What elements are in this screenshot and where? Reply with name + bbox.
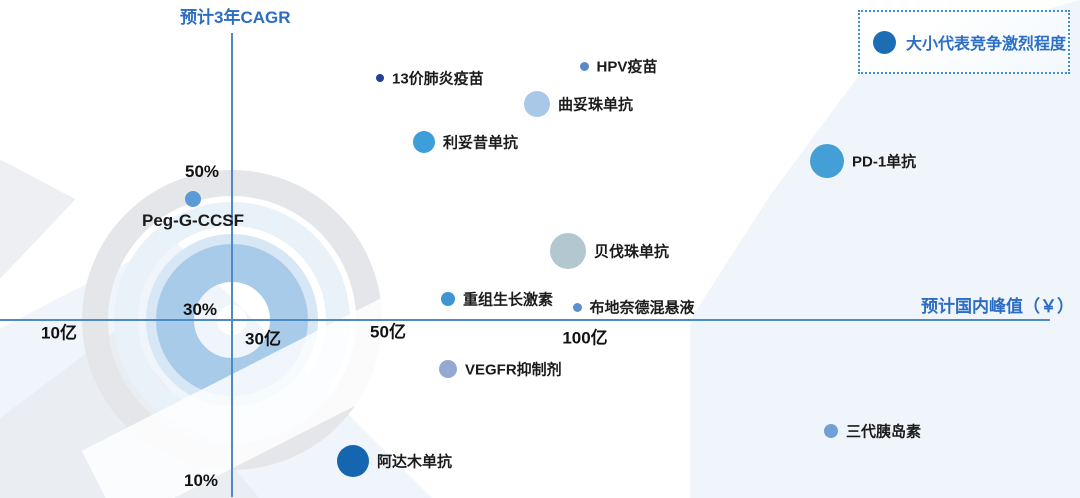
x-axis-line bbox=[0, 319, 1050, 321]
bubble bbox=[439, 360, 457, 378]
bubble bbox=[579, 61, 589, 71]
data-point-label: 利妥昔单抗 bbox=[443, 134, 519, 152]
bubble bbox=[810, 144, 844, 178]
bubble bbox=[413, 131, 435, 153]
bubble bbox=[550, 233, 586, 269]
data-point-label: 曲妥珠单抗 bbox=[558, 96, 634, 114]
y-axis-tick: 10% bbox=[183, 471, 219, 490]
bubble bbox=[376, 74, 384, 82]
data-point-label: 布地奈德混悬液 bbox=[589, 299, 695, 317]
y-axis-title: 预计3年CAGR bbox=[180, 8, 291, 27]
legend-box: 大小代表竞争激烈程度 bbox=[858, 10, 1070, 74]
bubble bbox=[572, 302, 582, 312]
data-point-label: 贝伐珠单抗 bbox=[594, 243, 670, 261]
data-point-label: 13价肺炎疫苗 bbox=[392, 70, 484, 88]
bubble bbox=[441, 292, 455, 306]
y-axis-tick: 30% bbox=[182, 300, 218, 319]
x-axis-tick: 30亿 bbox=[245, 329, 281, 349]
x-axis-tick: 10亿 bbox=[41, 323, 77, 343]
data-point-label: Peg-G-CCSF bbox=[142, 211, 244, 230]
y-axis-line bbox=[231, 33, 233, 497]
x-axis-tick: 100亿 bbox=[562, 328, 608, 348]
legend-label: 大小代表竞争激烈程度 bbox=[906, 36, 1067, 53]
data-point-label: 重组生长激素 bbox=[463, 291, 554, 309]
bubble bbox=[824, 424, 838, 438]
legend-bubble-icon bbox=[873, 30, 896, 54]
data-point-label: HPV疫苗 bbox=[596, 58, 658, 76]
y-axis-tick: 50% bbox=[184, 162, 220, 181]
data-point-label: 阿达木单抗 bbox=[377, 453, 453, 471]
x-axis-tick: 50亿 bbox=[370, 322, 406, 342]
data-point-label: VEGFR抑制剂 bbox=[465, 361, 562, 379]
bubble bbox=[337, 445, 369, 477]
x-axis-title: 预计国内峰值（￥） bbox=[921, 297, 1074, 316]
data-point-label: 三代胰岛素 bbox=[846, 423, 922, 441]
bubble bbox=[524, 91, 550, 117]
bubble bbox=[185, 191, 201, 207]
data-point-label: PD-1单抗 bbox=[852, 153, 917, 171]
